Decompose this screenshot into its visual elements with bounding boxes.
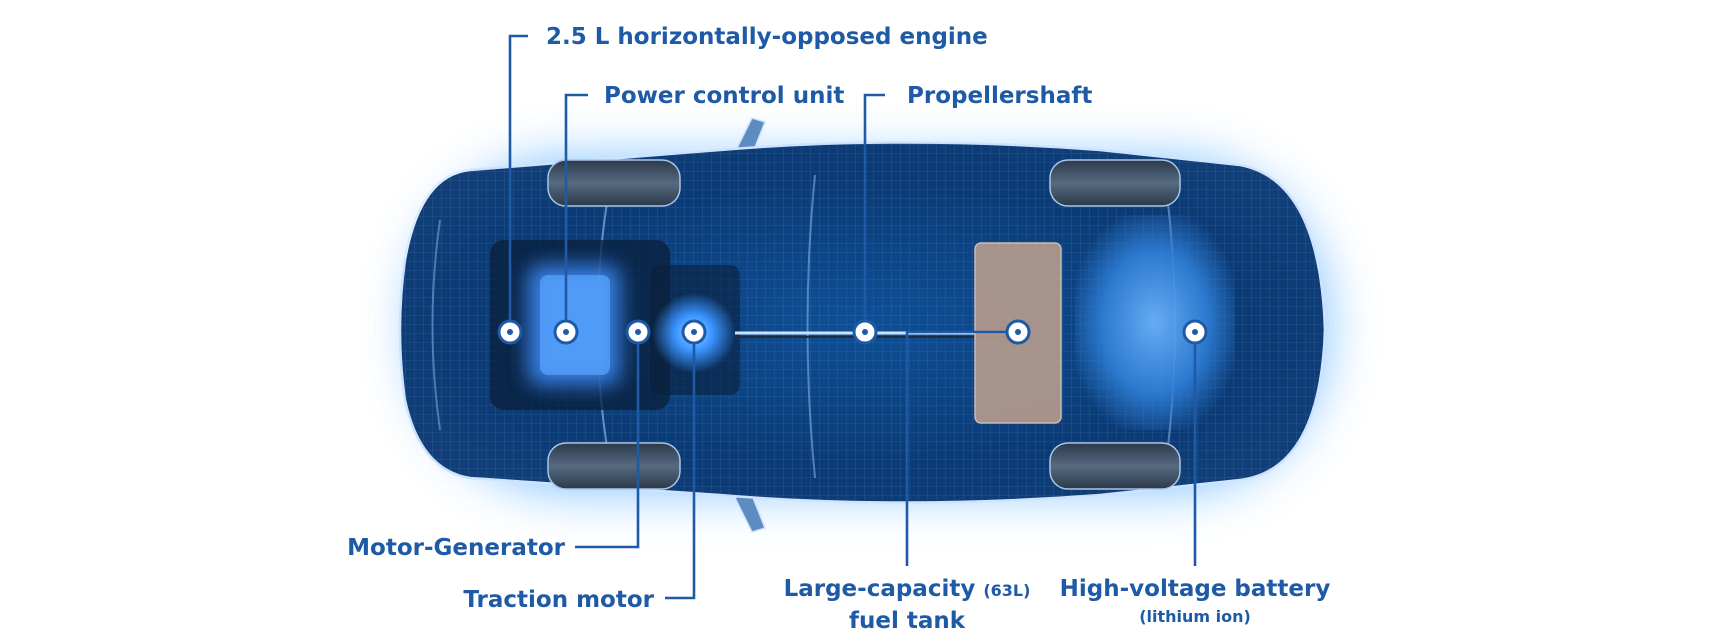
leader-lines	[508, 34, 1197, 600]
propshaft-label: Propellershaft	[907, 83, 1092, 109]
motor-generator-leader	[575, 332, 640, 549]
motor-generator-label: Motor-Generator	[347, 535, 565, 561]
traction-motor-label: Traction motor	[463, 587, 654, 613]
engine-dot	[497, 319, 523, 345]
battery-label-line2: (lithium ion)	[1139, 607, 1251, 626]
pcu-label: Power control unit	[604, 83, 844, 109]
engine-label: 2.5 L horizontally-opposed engine	[546, 24, 988, 50]
propshaft-dot	[852, 319, 878, 345]
engine-leader	[508, 34, 528, 332]
traction-motor-leader	[665, 332, 696, 600]
propshaft-leader	[863, 93, 885, 332]
pcu-leader	[564, 93, 588, 332]
fuel-tank-label-main: Large-capacity	[784, 576, 976, 602]
traction-motor-dot	[681, 319, 707, 345]
callout-dots	[497, 319, 1208, 345]
battery-label-line1: High-voltage battery	[1060, 576, 1331, 602]
motor-generator-dot	[625, 319, 651, 345]
battery-dot	[1182, 319, 1208, 345]
fuel-tank-label-qualifier: (63L)	[983, 581, 1030, 600]
fuel-tank-label-line2: fuel tank	[849, 608, 966, 634]
fuel-tank-label-line1: Large-capacity (63L)	[784, 576, 1031, 602]
fuel-tank-dot	[1005, 319, 1031, 345]
pcu-dot	[553, 319, 579, 345]
wheels	[547, 159, 1181, 490]
fuel-tank-leader	[905, 330, 1018, 566]
callout-labels: 2.5 L horizontally-opposed engine Power …	[347, 24, 1330, 634]
